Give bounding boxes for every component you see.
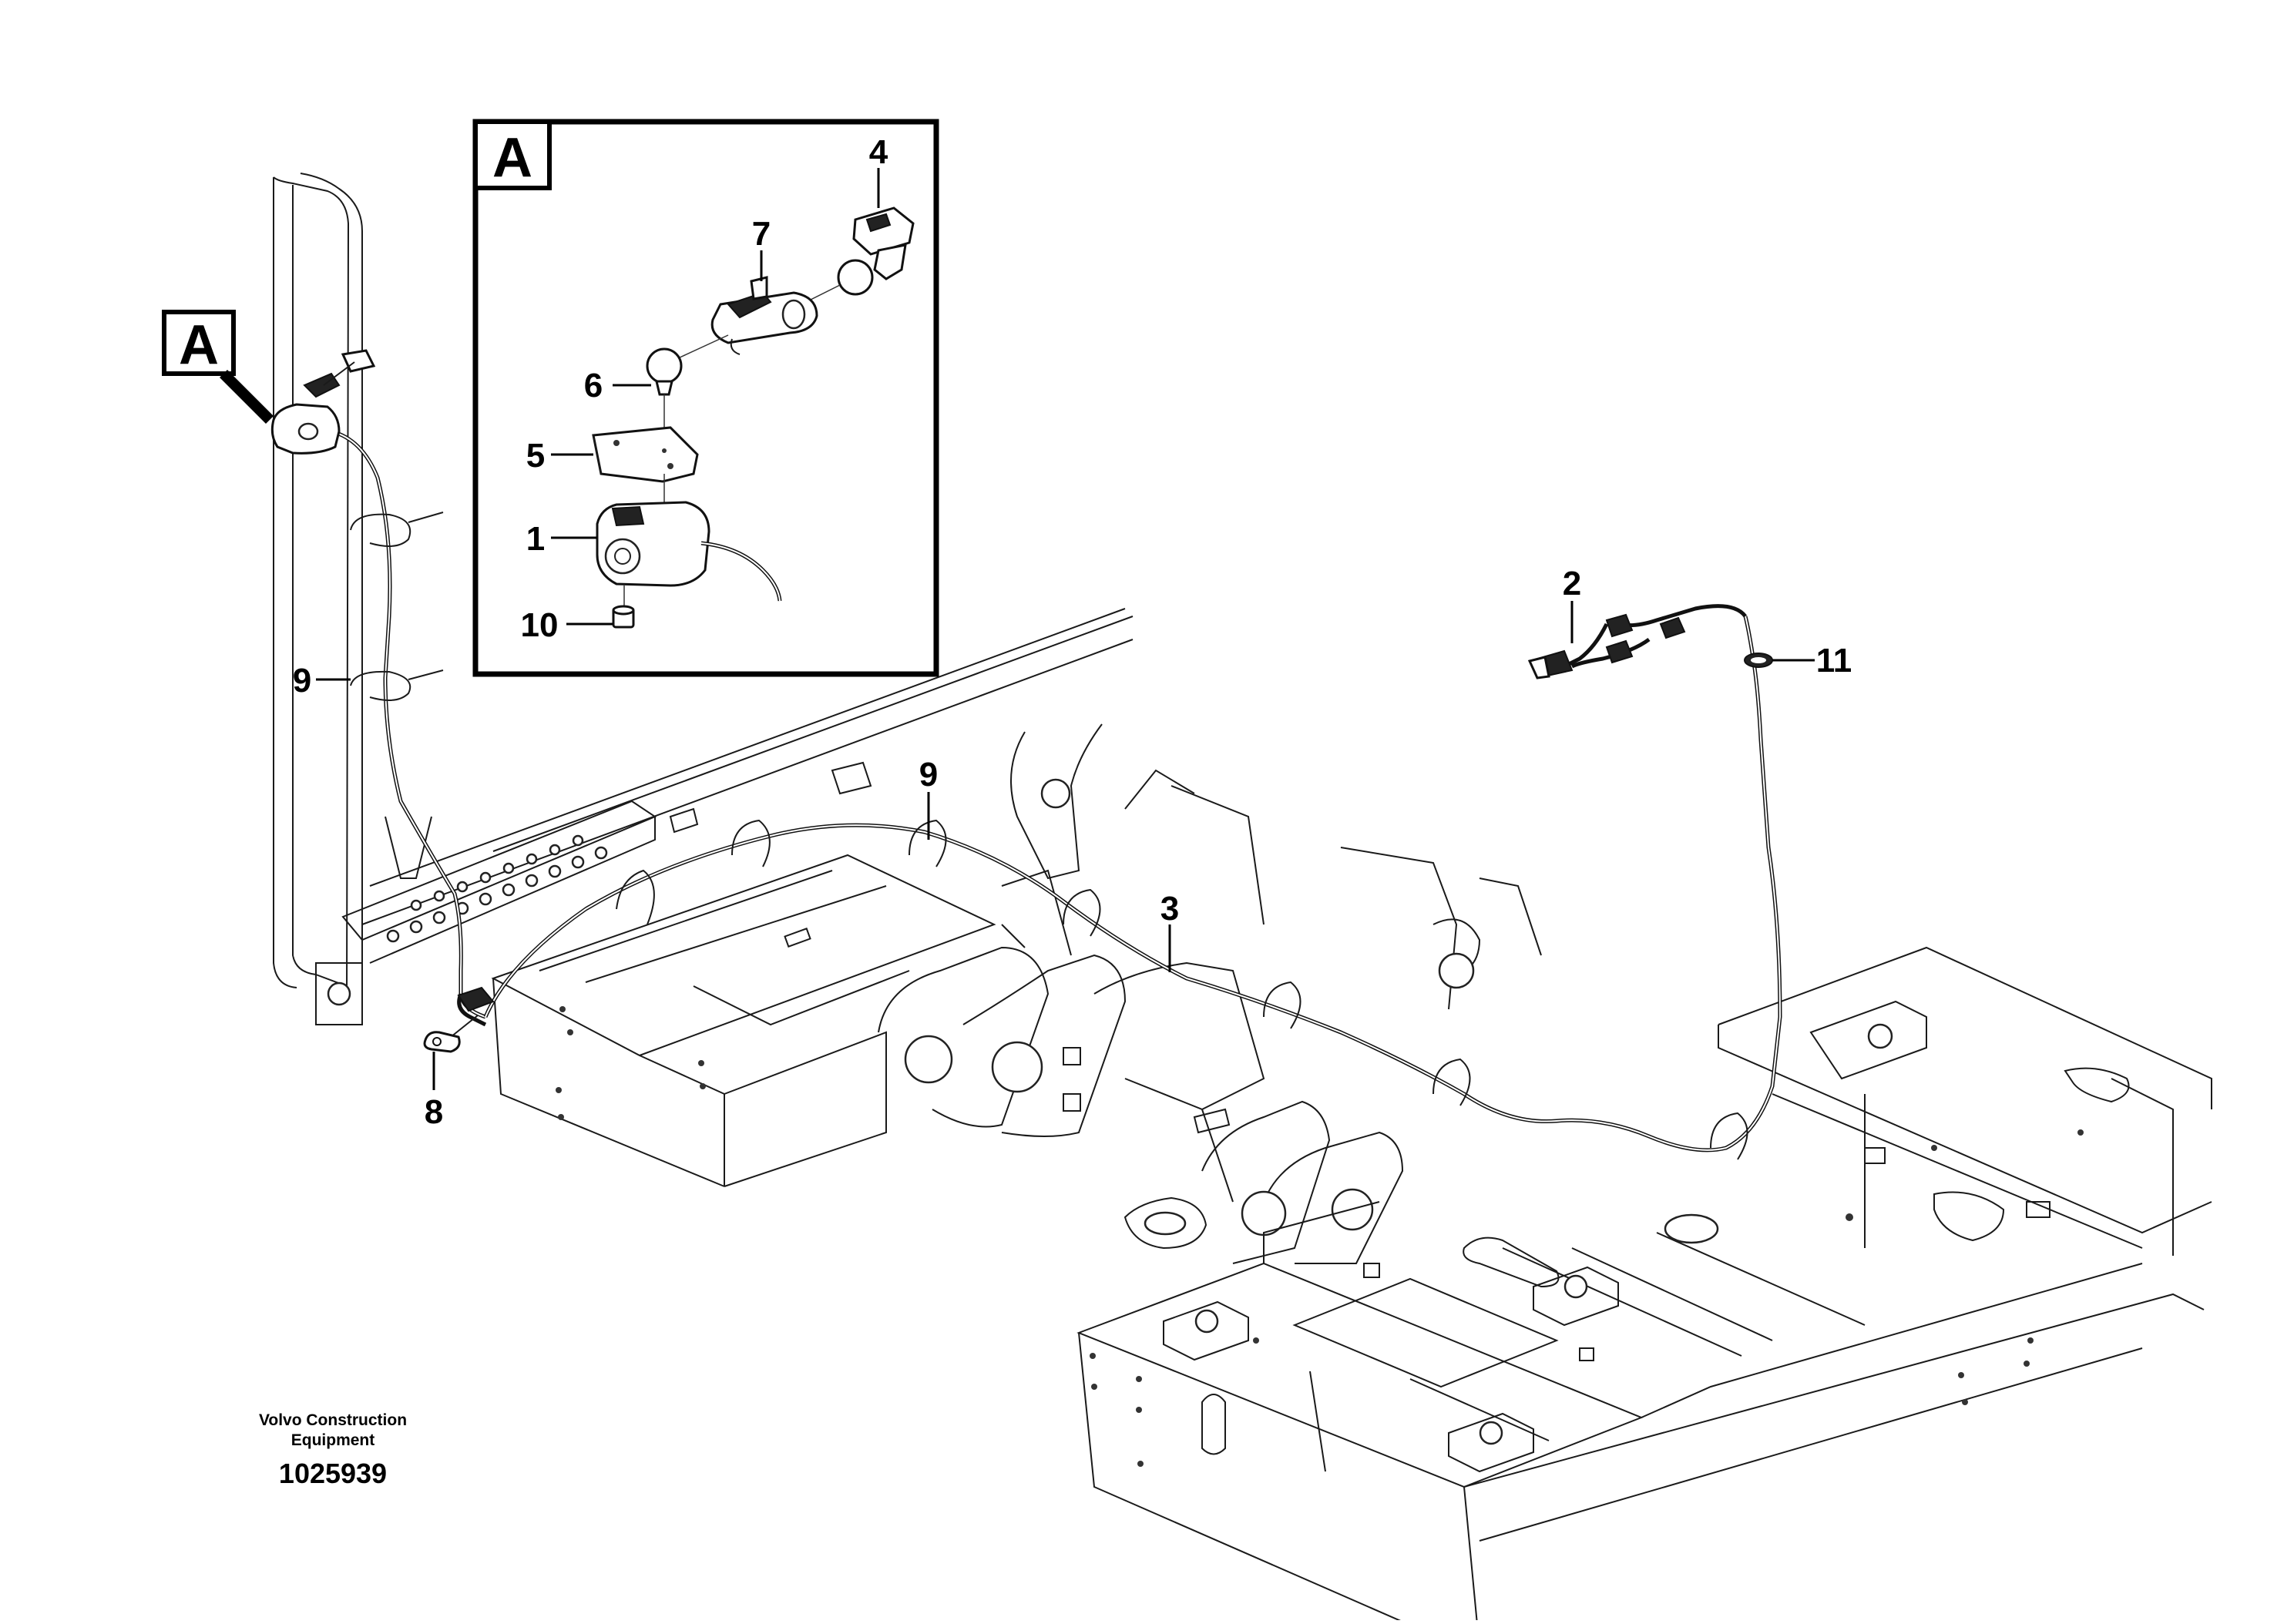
- callout-a: A: [162, 310, 274, 424]
- part-5-mounting-plate: [592, 426, 699, 483]
- label-8: 8: [425, 1093, 443, 1131]
- detail-view-a: A: [472, 119, 939, 677]
- part-10-screw: [612, 586, 635, 629]
- label-11: 11: [1816, 642, 1852, 679]
- label-6: 6: [584, 367, 603, 404]
- label-7: 7: [752, 215, 771, 253]
- document-number: 1025939: [279, 1458, 387, 1489]
- part-4-tilt-head: [837, 206, 915, 296]
- detail-box-letter: A: [492, 127, 532, 189]
- step-holes: [386, 834, 608, 943]
- publisher-credit: Volvo Construction Equipment 1025939: [259, 1411, 407, 1489]
- label-4: 4: [869, 133, 888, 171]
- part-1-camera-body: [596, 474, 782, 602]
- part-7-arm-clamp: [710, 276, 841, 355]
- label-1: 1: [526, 520, 545, 558]
- wiring-harness: [270, 349, 1782, 1160]
- outer-labels: 9 9 3 2 11 8: [293, 565, 1852, 1131]
- label-5: 5: [526, 437, 545, 475]
- label-2: 2: [1563, 565, 1581, 602]
- credit-line-1: Volvo Construction: [259, 1411, 407, 1429]
- label-3: 3: [1160, 890, 1179, 928]
- part-6-ball-stud: [646, 334, 729, 447]
- callout-letter: A: [179, 314, 219, 376]
- credit-line-2: Equipment: [291, 1431, 375, 1449]
- label-10: 10: [521, 606, 559, 644]
- label-9-right: 9: [919, 756, 938, 794]
- label-9-left: 9: [293, 662, 311, 700]
